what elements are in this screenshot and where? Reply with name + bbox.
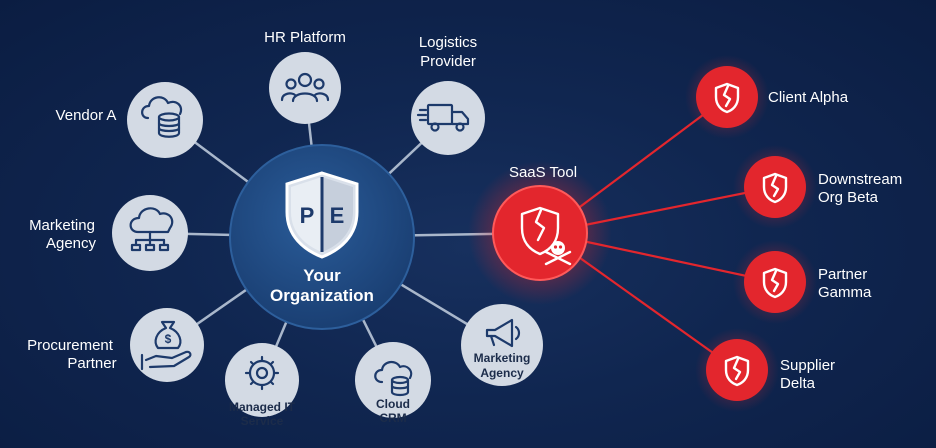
hub-label-line2: Organization [270,286,374,305]
logistics-label-line1: Logistics [419,34,477,51]
node-vendor-a[interactable]: Vendor A [56,82,203,158]
node-procurement[interactable]: $ Procurement Partner [27,308,204,382]
marketing-left-label-line1: Marketing [29,217,95,234]
supplier-delta-label-line1: Supplier [780,357,835,374]
gear-wrench-icon [244,355,280,391]
money-bag-hand-icon: $ [140,320,192,371]
node-partner-gamma[interactable]: Partner Gamma [733,240,872,324]
node-managed-it[interactable]: Managed IT Service [225,343,299,428]
org-beta-label-line2: Org Beta [818,189,879,206]
client-alpha-label: Client Alpha [768,89,849,106]
node-logistics[interactable]: Logistics Provider [411,34,485,155]
cloud-database-icon [141,96,183,138]
cloud-crm-label-line2: CRM [379,411,406,425]
node-marketing-left[interactable]: Marketing Agency [29,195,188,271]
node-saas-tool[interactable]: SaaS Tool [468,161,612,305]
cracked-shield-icon [724,355,750,387]
cracked-shield-skull-icon [520,206,572,266]
node-cloud-crm[interactable]: Cloud CRM [355,342,431,425]
logistics-label-line2: Provider [420,53,476,70]
shield-letter-left: P [300,203,315,228]
cracked-shield-icon [714,82,740,114]
saas-tool-label: SaaS Tool [509,164,577,181]
shield-letter-right: E [330,203,345,228]
node-hr-platform[interactable]: HR Platform [264,29,346,124]
hr-platform-label: HR Platform [264,29,346,46]
node-client-alpha[interactable]: Client Alpha [685,55,849,139]
cloud-database-icon [374,360,413,397]
cloud-crm-label-line1: Cloud [376,397,410,411]
partner-gamma-label-line2: Gamma [818,284,872,301]
node-org-beta[interactable]: Downstream Org Beta [733,145,902,229]
hub-label-line1: Your [303,266,341,285]
cracked-shield-icon [762,267,788,299]
truck-icon [416,103,470,132]
people-icon [280,72,330,103]
procurement-label-line1: Procurement [27,337,114,354]
marketing-right-label-line2: Agency [480,366,524,380]
supplier-delta-label-line2: Delta [780,375,816,392]
cracked-shield-icon [762,172,788,204]
managed-it-label-line1: Managed IT [229,400,296,414]
node-supplier-delta[interactable]: Supplier Delta [695,328,835,412]
org-beta-label-line1: Downstream [818,171,902,188]
cloud-network-icon [129,207,174,252]
shield-icon [285,171,359,259]
procurement-label-line2: Partner [67,355,116,372]
managed-it-label-line2: Service [241,414,284,428]
partner-gamma-label-line1: Partner [818,266,867,283]
marketing-left-label-line2: Agency [46,235,97,252]
vendor-a-label: Vendor A [56,107,117,124]
megaphone-icon [485,318,521,348]
node-marketing-right[interactable]: Marketing Agency [461,304,543,386]
marketing-right-label-line1: Marketing [474,351,531,365]
svg-text:$: $ [165,332,172,346]
hub-node[interactable]: P E Your Organization [229,144,415,330]
